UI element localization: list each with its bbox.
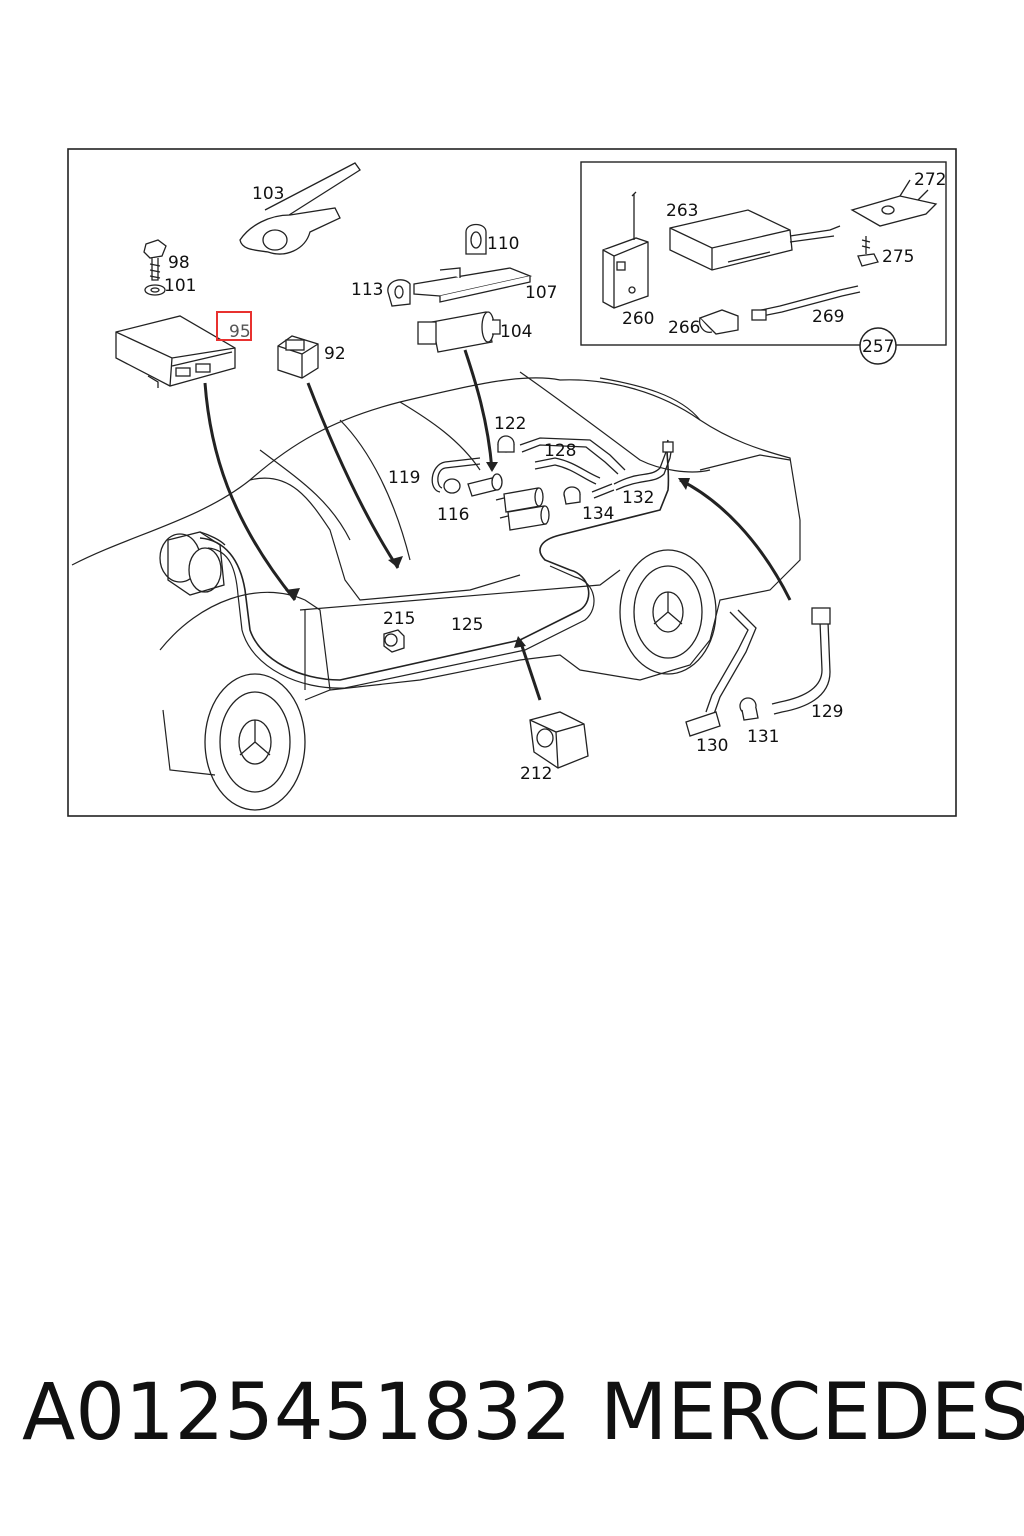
- part-131-clamp: [739, 697, 759, 721]
- inset-box: [580, 161, 947, 346]
- front-wheel: [619, 549, 717, 675]
- callout-125: 125: [451, 615, 483, 635]
- callout-122: 122: [494, 414, 526, 434]
- part-107-bracket: [413, 267, 533, 303]
- rear-wheel: [204, 673, 306, 811]
- part-215-mount: [383, 629, 405, 653]
- callout-263: 263: [666, 201, 698, 221]
- callout-257-circle: [859, 327, 897, 365]
- part-103-sensor: [239, 162, 361, 255]
- callout-134: 134: [582, 504, 614, 524]
- pneumatic-line-125: [199, 439, 670, 681]
- part-212-holder: [529, 711, 589, 769]
- part-92-relay: [277, 335, 319, 379]
- callout-257: 257: [862, 337, 894, 357]
- part-122-clamp: [497, 435, 515, 453]
- highlight-box-95: [216, 311, 252, 341]
- part-119-connector: [431, 457, 481, 494]
- callout-103: 103: [252, 184, 284, 204]
- callout-212: 212: [520, 764, 552, 784]
- callout-129: 129: [811, 702, 843, 722]
- part-263-receiver: [669, 209, 841, 271]
- part-95-control-unit: [115, 315, 236, 388]
- part-98-bolt: [143, 239, 167, 281]
- part-101-washer: [144, 284, 166, 296]
- part-116-fitting: [467, 473, 503, 497]
- part-134-clamp: [563, 486, 581, 505]
- part-filters: [495, 487, 550, 531]
- brand-name: MERCEDES: [600, 1368, 1024, 1458]
- callout-98: 98: [168, 253, 190, 273]
- callout-116: 116: [437, 505, 469, 525]
- car-body-outline: [71, 371, 801, 776]
- callout-128: 128: [544, 441, 576, 461]
- part-266-connector: [698, 309, 739, 335]
- callout-272: 272: [914, 170, 946, 190]
- leader-arrows: [203, 349, 792, 701]
- part-260-transmitter: [602, 191, 649, 309]
- callout-104: 104: [500, 322, 532, 342]
- callout-260: 260: [622, 309, 654, 329]
- callout-95: 95: [229, 322, 251, 342]
- part-269-antenna-cable: [751, 285, 861, 321]
- part-272-bracket: [850, 179, 938, 227]
- callout-131: 131: [747, 727, 779, 747]
- part-129-hose: [771, 607, 831, 715]
- callout-215: 215: [383, 609, 415, 629]
- diagram-border: [67, 148, 957, 817]
- part-130-fitting: [685, 609, 757, 737]
- callout-labels: 103 98 101 110 113 107 104 95 92 122 128…: [164, 170, 946, 784]
- callout-92: 92: [324, 344, 346, 364]
- part-number: A0125451832: [22, 1368, 572, 1458]
- callout-269: 269: [812, 307, 844, 327]
- part-104-pump: [417, 311, 501, 353]
- leader-arrow-heads: [285, 462, 690, 648]
- callout-132: 132: [622, 488, 654, 508]
- pneumatic-line-125-inner: [207, 547, 595, 689]
- callout-107: 107: [525, 283, 557, 303]
- part-275-screw: [857, 236, 879, 267]
- part-compressor: [159, 531, 226, 596]
- part-128-hose: [519, 437, 626, 485]
- part-132-connector: [591, 441, 674, 499]
- part-110-grommet: [465, 223, 487, 255]
- callout-113: 113: [351, 280, 383, 300]
- callout-275: 275: [882, 247, 914, 267]
- part-113-grommet: [387, 279, 411, 307]
- callout-110: 110: [487, 234, 519, 254]
- callout-101: 101: [164, 276, 196, 296]
- callout-130: 130: [696, 736, 728, 756]
- callout-266: 266: [668, 318, 700, 338]
- caption: A0125451832 MERCEDES: [0, 1368, 1024, 1478]
- callout-119: 119: [388, 468, 420, 488]
